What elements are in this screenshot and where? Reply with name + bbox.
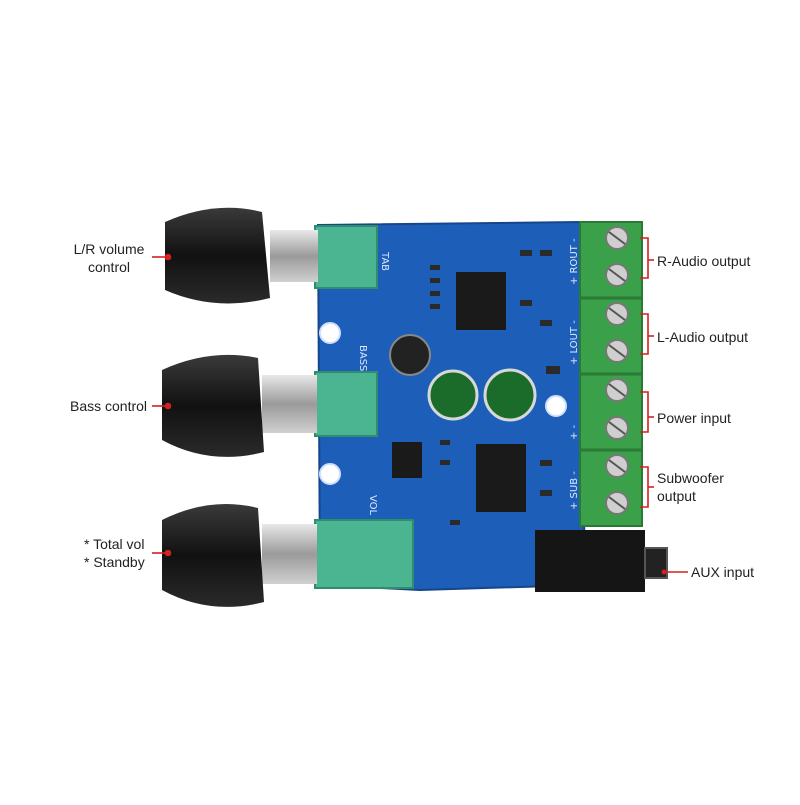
label-total-vol: * Total vol * Standby	[84, 535, 145, 571]
label-subwoofer-line2: output	[657, 488, 696, 504]
pcb-board: TAB BASS VOL + ROUT - + LOUT - + - + SUB…	[316, 220, 587, 592]
label-subwoofer-line1: Subwoofer	[657, 470, 724, 486]
label-subwoofer: Subwoofer output	[657, 469, 724, 505]
leader-lines-left	[152, 253, 172, 557]
label-aux: AUX input	[691, 564, 755, 580]
pot-bass	[162, 354, 378, 457]
silk-bass: BASS	[357, 345, 368, 371]
label-lr-volume: L/R volume control	[64, 240, 154, 276]
mount-hole	[545, 395, 567, 417]
label-bass: Bass control	[70, 398, 148, 414]
label-r-audio: R-Audio output	[657, 253, 751, 269]
mount-hole	[319, 463, 341, 485]
label-lr-volume-line2: control	[87, 259, 131, 275]
capacitor	[427, 369, 479, 421]
label-l-audio: L-Audio output	[657, 329, 749, 345]
label-total-vol-line2: * Standby	[84, 554, 145, 570]
silk-vol: VOL	[367, 495, 378, 516]
silk-rout: + ROUT -	[569, 238, 580, 285]
capacitor	[389, 334, 431, 376]
capacitor	[483, 368, 537, 422]
silk-power: + -	[569, 424, 580, 440]
brackets-right	[640, 237, 688, 573]
label-lr-volume-line1: L/R volume	[73, 241, 145, 257]
silk-tab: TAB	[379, 251, 390, 271]
label-power: Power input	[657, 410, 731, 426]
mount-hole	[319, 322, 341, 344]
pot-total-vol	[162, 504, 414, 607]
silk-lout: + LOUT -	[569, 320, 580, 365]
silk-sub: + SUB -	[569, 471, 580, 510]
amp-chip	[476, 444, 526, 512]
opamp-chip	[392, 442, 422, 478]
aux-jack	[535, 530, 668, 592]
screw-terminal-block	[579, 221, 643, 527]
amp-chip	[456, 272, 506, 330]
label-total-vol-line1: * Total vol	[84, 536, 145, 552]
pot-lr-volume	[165, 207, 378, 304]
